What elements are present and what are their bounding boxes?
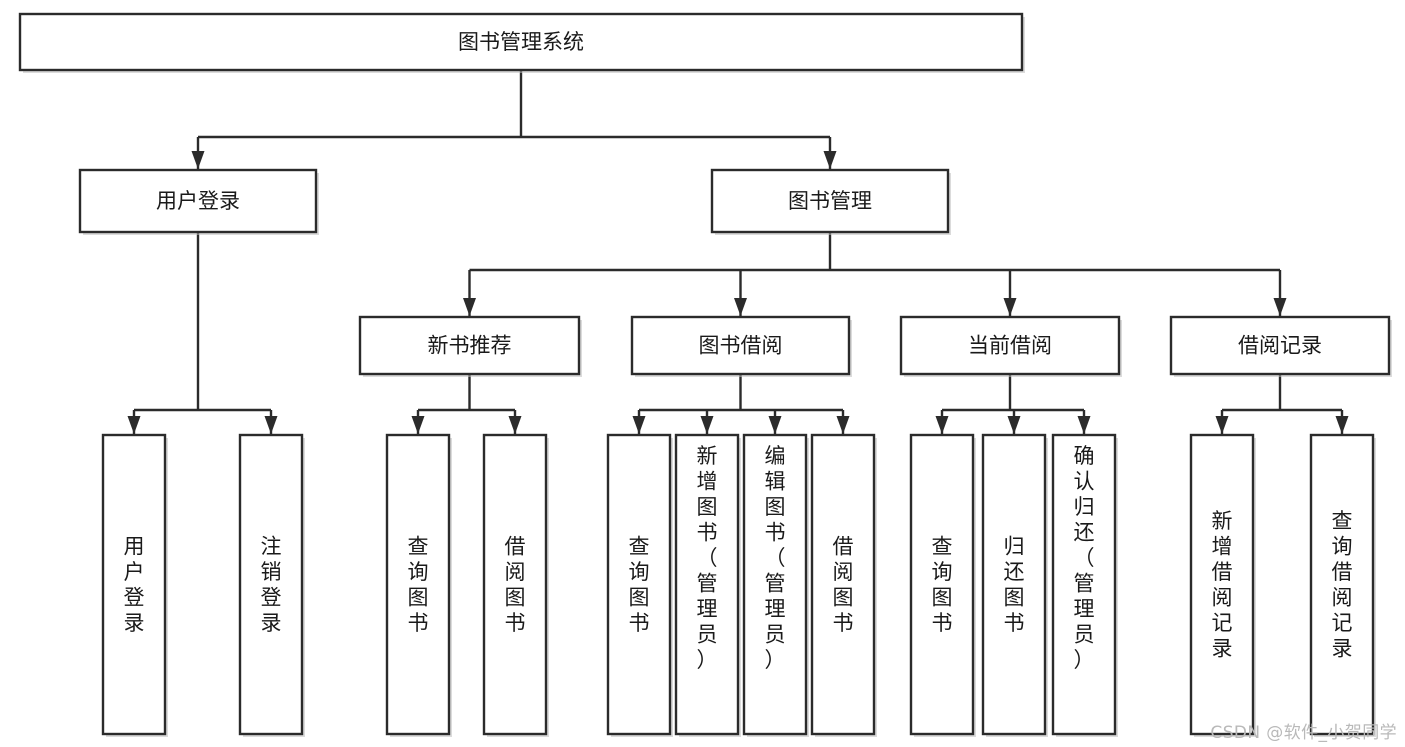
node-leaf-query-borrow-record[interactable]: 查询借阅记录 (1309, 433, 1376, 737)
node-label: 编辑图书（管理员） (765, 444, 786, 672)
arrow-head-icon (1003, 298, 1017, 316)
node-current-borrow[interactable]: 当前借阅 (899, 315, 1122, 377)
node-leaf-query-book-recommend[interactable]: 查询图书 (385, 433, 452, 737)
node-label: 用户登录 (124, 534, 145, 635)
arrow-head-icon (700, 416, 714, 434)
node-label: 借阅记录 (1238, 334, 1322, 358)
node-label: 借阅图书 (833, 534, 854, 635)
node-leaf-confirm-return-admin[interactable]: 确认归还（管理员） (1051, 433, 1118, 737)
node-leaf-user-login[interactable]: 用户登录 (101, 433, 168, 737)
node-root[interactable]: 图书管理系统 (18, 12, 1025, 73)
arrow-head-icon (734, 298, 747, 316)
node-label: 图书管理 (788, 189, 872, 213)
arrow-head-icon (632, 416, 646, 434)
arrow-head-icon (768, 416, 782, 434)
node-label: 图书管理系统 (458, 30, 584, 54)
node-label: 新书推荐 (428, 334, 512, 358)
node-label: 查询借阅记录 (1332, 509, 1353, 661)
node-label: 注销登录 (261, 534, 282, 635)
arrow-head-icon (264, 416, 278, 434)
arrow-head-icon (1273, 298, 1287, 316)
arrow-head-icon (823, 151, 837, 169)
node-label: 用户登录 (156, 189, 240, 213)
node-leaf-borrow-book-recommend[interactable]: 借阅图书 (482, 433, 549, 737)
node-label: 图书借阅 (699, 334, 783, 358)
arrow-head-icon (935, 416, 949, 434)
arrow-head-icon (463, 298, 476, 316)
arrow-head-icon (411, 416, 425, 434)
node-label: 查询图书 (932, 534, 953, 635)
arrow-head-icon (1215, 416, 1229, 434)
node-book-manage[interactable]: 图书管理 (710, 168, 951, 235)
node-label: 新增图书（管理员） (697, 444, 718, 672)
arrow-head-icon (836, 416, 850, 434)
node-label: 归还图书 (1004, 534, 1025, 635)
node-label: 确认归还（管理员） (1074, 444, 1095, 672)
arrow-head-icon (1335, 416, 1349, 434)
node-leaf-edit-book-admin[interactable]: 编辑图书（管理员） (742, 433, 809, 737)
node-label: 当前借阅 (968, 334, 1052, 358)
node-leaf-add-book-admin[interactable]: 新增图书（管理员） (674, 433, 741, 737)
arrow-head-icon (191, 151, 205, 169)
node-leaf-user-logout[interactable]: 注销登录 (238, 433, 305, 737)
node-book-borrow[interactable]: 图书借阅 (630, 315, 852, 377)
arrow-head-icon (1077, 416, 1091, 434)
node-leaf-borrow-book-borrow[interactable]: 借阅图书 (810, 433, 877, 737)
node-label: 查询图书 (408, 534, 429, 635)
arrow-head-icon (1007, 416, 1021, 434)
node-leaf-query-book-borrow[interactable]: 查询图书 (606, 433, 673, 737)
node-label: 借阅图书 (505, 534, 526, 635)
node-user-login[interactable]: 用户登录 (78, 168, 319, 235)
node-layer: 图书管理系统用户登录图书管理新书推荐图书借阅当前借阅借阅记录用户登录注销登录查询… (18, 12, 1392, 737)
node-leaf-add-borrow-record[interactable]: 新增借阅记录 (1189, 433, 1256, 737)
node-borrow-record[interactable]: 借阅记录 (1169, 315, 1392, 377)
node-new-book-recommend[interactable]: 新书推荐 (358, 315, 582, 377)
node-leaf-query-book-current[interactable]: 查询图书 (909, 433, 976, 737)
node-leaf-return-book[interactable]: 归还图书 (981, 433, 1048, 737)
arrow-head-icon (127, 416, 141, 434)
connector-layer (127, 70, 1349, 434)
node-label: 查询图书 (629, 534, 650, 635)
arrow-head-icon (508, 416, 522, 434)
node-label: 新增借阅记录 (1212, 509, 1233, 661)
